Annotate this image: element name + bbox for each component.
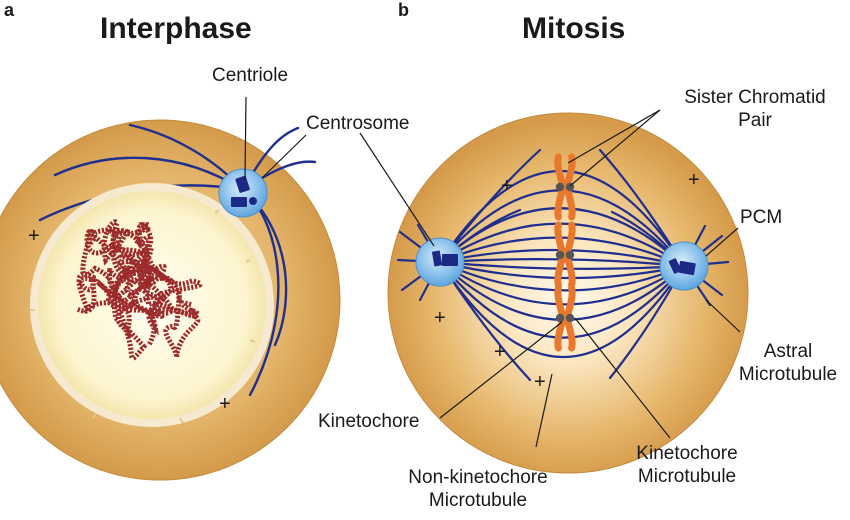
plus-end-marker: + (219, 393, 231, 415)
sister-chromatid-pair (554, 284, 576, 352)
nuclear-pores (30, 209, 256, 424)
label-sister-chromatid-line2: Pair (738, 110, 772, 131)
label-centrosome: Centrosome (306, 113, 410, 134)
kinetochore-dot (555, 250, 565, 260)
label-centriole: Centriole (212, 65, 289, 86)
spindle-microtubule (438, 222, 686, 268)
plus-end-marker: + (534, 371, 546, 393)
label-sister-chromatid: Sister Chromatid Pair (660, 86, 850, 132)
chromatin-strand (75, 272, 201, 358)
plus-end-marker: + (434, 307, 446, 329)
label-kinetochore: Kinetochore (318, 411, 420, 432)
plus-end-marker: + (28, 225, 40, 247)
mitosis-centrosome-right (659, 241, 709, 291)
kinetochore-dot (555, 182, 565, 192)
interphase-cell (0, 119, 341, 481)
label-astral-line2: Microtubule (738, 364, 838, 385)
sister-chromatid-pair (554, 153, 576, 221)
kinetochore-dot (565, 250, 575, 260)
chromatin (75, 219, 203, 361)
mitosis-cell (387, 112, 749, 474)
label-kinetochore-mt-line2: Microtubule (637, 466, 737, 487)
mitosis-centrosome-left (415, 237, 465, 287)
label-astral-microtubule: Astral Microtubule (728, 340, 848, 386)
chromatin-strand (80, 219, 201, 361)
title-interphase: Interphase (100, 12, 252, 45)
label-non-kinetochore-microtubule: Non-kinetochore Microtubule (398, 466, 558, 512)
kinetochore-dot (555, 313, 565, 323)
plus-end-marker: + (688, 169, 700, 191)
chromatin-strand (106, 222, 203, 346)
label-kinetochore-microtubule: Kinetochore Microtubule (622, 442, 752, 488)
leader-lines (244, 96, 741, 448)
panel-letter-a: a (4, 0, 15, 20)
spindle-microtubule (438, 260, 686, 292)
plus-end-marker: + (494, 341, 506, 363)
sister-chromatid-pair (554, 221, 576, 289)
kinetochore-dot (565, 313, 575, 323)
label-sister-chromatid-line1: Sister Chromatid (684, 87, 826, 108)
label-pcm: PCM (740, 207, 783, 228)
chromosomes (554, 153, 576, 352)
spindle-microtubule (438, 260, 686, 359)
label-non-kinetochore-line2: Microtubule (428, 490, 528, 511)
label-non-kinetochore-line1: Non-kinetochore (408, 467, 548, 488)
label-astral-line1: Astral (763, 341, 813, 362)
spindle-microtubule (438, 260, 686, 280)
label-kinetochore-mt-line1: Kinetochore (636, 443, 738, 464)
title-mitosis: Mitosis (522, 12, 626, 45)
plus-end-marker: + (501, 175, 513, 197)
interphase-centrosome (218, 168, 268, 218)
panel-letter-b: b (398, 0, 409, 20)
